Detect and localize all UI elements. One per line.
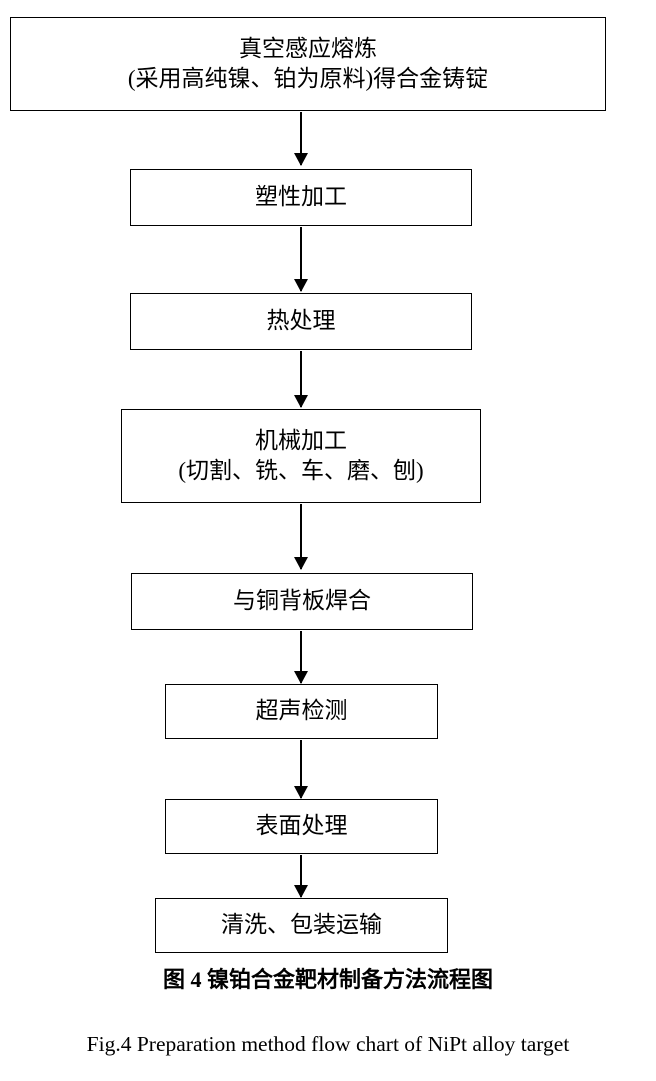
- flow-node-surface-treatment: 表面处理: [165, 799, 438, 854]
- flow-node-line1: 塑性加工: [255, 184, 347, 210]
- flow-node-line2: (切割、铣、车、磨、刨): [178, 458, 424, 483]
- flow-node-line1: 清洗、包装运输: [221, 912, 382, 938]
- figure-caption-chinese: 图 4 镍铂合金靶材制备方法流程图: [162, 967, 493, 992]
- flow-node-line1: 超声检测: [255, 698, 348, 724]
- flow-arrow-4: [300, 504, 302, 569]
- figure-caption-english: Fig.4 Preparation method flow chart of N…: [86, 1032, 570, 1056]
- flow-arrow-3: [300, 351, 302, 407]
- flow-arrow-2: [300, 227, 302, 291]
- flow-arrow-7: [300, 855, 302, 897]
- flow-arrow-6: [300, 740, 302, 798]
- flow-node-line1: 热处理: [266, 308, 336, 334]
- flow-node-cleaning-packaging-transport: 清洗、包装运输: [155, 898, 448, 953]
- flowchart: 真空感应熔炼 (采用高纯镍、铂为原料)得合金铸锭 塑性加工 热处理 机械加工 (…: [0, 0, 656, 960]
- flow-node-line1: 与铜背板焊合: [233, 588, 371, 614]
- flow-arrow-5: [300, 631, 302, 683]
- flow-node-ultrasonic-testing: 超声检测: [165, 684, 438, 739]
- flow-node-line1: 表面处理: [255, 813, 348, 839]
- flow-node-welding-copper-backplate: 与铜背板焊合: [131, 573, 473, 630]
- flow-node-line1: 真空感应熔炼: [239, 35, 377, 61]
- flow-node-line2: (采用高纯镍、铂为原料)得合金铸锭: [127, 66, 489, 91]
- flow-node-machining: 机械加工 (切割、铣、车、磨、刨): [121, 409, 481, 503]
- flow-node-plastic-working: 塑性加工: [130, 169, 472, 226]
- flow-node-vacuum-induction-melting: 真空感应熔炼 (采用高纯镍、铂为原料)得合金铸锭: [10, 17, 606, 111]
- flow-arrow-1: [300, 112, 302, 165]
- flow-node-line1: 机械加工: [255, 427, 347, 453]
- flow-node-heat-treatment: 热处理: [130, 293, 472, 350]
